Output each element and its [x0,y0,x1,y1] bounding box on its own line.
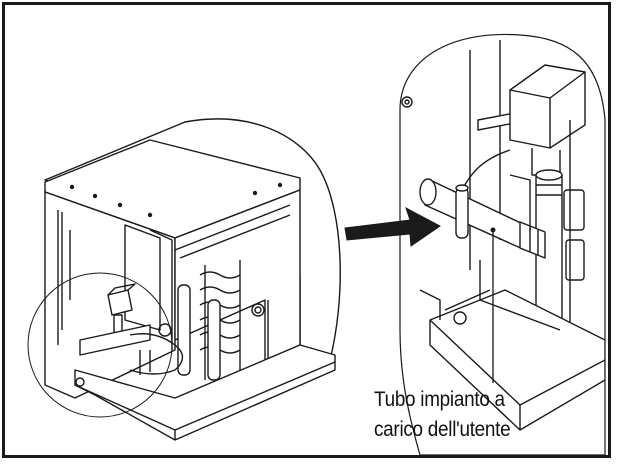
coil-fins [199,260,241,380]
unit-overview [27,118,341,441]
detail-arrow [344,206,441,247]
valve-cluster [79,283,184,375]
detail-tray [429,289,605,431]
detail-outline [399,33,606,456]
detail-magnifier-circle [27,272,173,418]
callout-leader-dot [490,227,496,233]
solenoid-head [509,64,586,149]
user-supply-pipe [424,179,526,251]
unit-base-tray [74,344,336,441]
callout-label-line1: Tubo impianto a [374,388,505,411]
callout-label: Tubo impianto a carico dell'utente [374,385,581,445]
unit-detail-view [399,33,606,456]
callout-label-line2: carico dell'utente [374,418,511,441]
